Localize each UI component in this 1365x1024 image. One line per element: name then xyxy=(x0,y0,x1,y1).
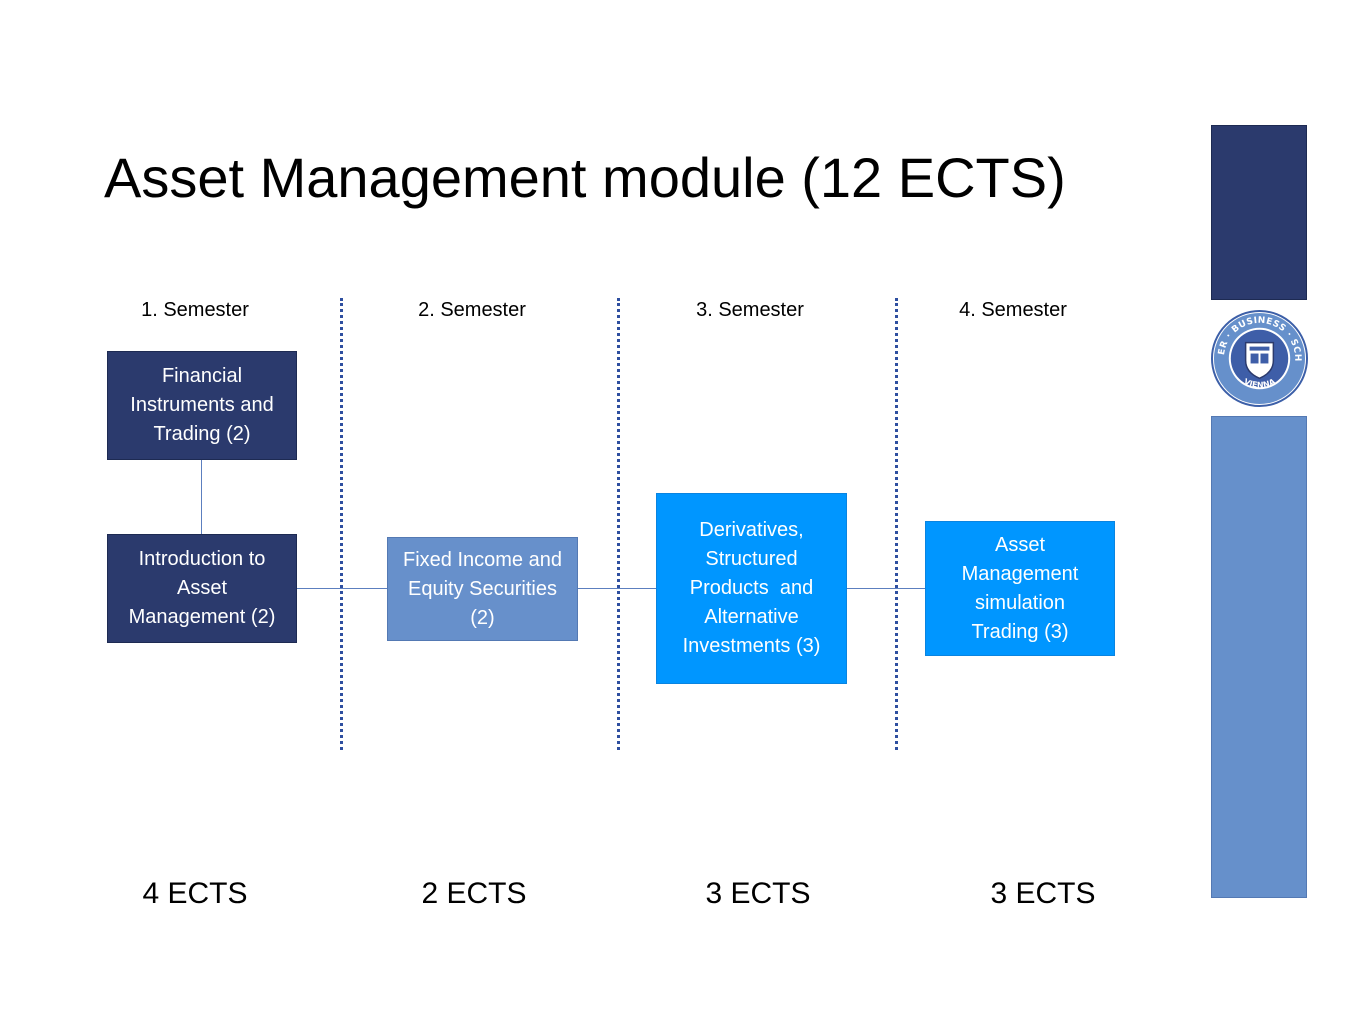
semester-1-label: 1. Semester xyxy=(141,299,249,321)
course-box-derivatives: Derivatives, Structured Products and Alt… xyxy=(656,493,847,684)
svg-text:VIENNA: VIENNA xyxy=(1242,377,1277,390)
course-line: Structured xyxy=(705,548,798,570)
connector-vertical xyxy=(201,459,202,535)
course-line: Investments (3) xyxy=(682,635,821,657)
course-box-asset-management-simulation: Asset Management simulation Trading (3) xyxy=(925,521,1115,656)
course-line: Management (2) xyxy=(128,606,276,628)
course-line: simulation xyxy=(974,591,1066,614)
course-line: Derivatives, xyxy=(699,519,804,541)
connector-3-4 xyxy=(846,588,925,589)
sidebar-bottom-bar xyxy=(1211,416,1307,898)
course-line: Trading (2) xyxy=(153,423,251,445)
ects-semester-1: 4 ECTS xyxy=(142,877,248,910)
shield-icon xyxy=(1244,341,1275,380)
course-box-fixed-income: Fixed Income and Equity Securities (2) xyxy=(387,537,578,641)
semester-divider-2 xyxy=(617,298,620,750)
ects-semester-3: 3 ECTS xyxy=(705,877,811,910)
course-line: Instruments and xyxy=(130,394,274,416)
course-line: Financial xyxy=(161,365,243,387)
ects-semester-4: 3 ECTS xyxy=(990,877,1096,910)
course-line: Fixed Income and xyxy=(403,548,562,571)
semester-2-label: 2. Semester xyxy=(418,299,526,321)
semester-divider-3 xyxy=(895,298,898,750)
school-seal-logo: LAUDER · BUSINESS · SCHOOL VIENNA xyxy=(1210,309,1309,408)
course-line: (2) xyxy=(470,606,495,629)
course-box-financial-instruments: Financial Instruments and Trading (2) xyxy=(107,351,297,460)
page-title: Asset Management module (12 ECTS) xyxy=(104,146,1066,209)
course-line: Asset xyxy=(994,533,1046,556)
course-line: Alternative xyxy=(704,606,799,628)
semester-4-label: 4. Semester xyxy=(959,299,1067,321)
sidebar-top-bar xyxy=(1211,125,1307,300)
connector-1-2 xyxy=(296,588,387,589)
course-line: Introduction to xyxy=(138,548,266,570)
course-line: Equity Securities xyxy=(408,577,557,600)
course-box-intro-asset-management: Introduction to Asset Management (2) xyxy=(107,534,297,643)
connector-2-3 xyxy=(577,588,656,589)
ects-semester-2: 2 ECTS xyxy=(421,877,527,910)
course-line: Trading (3) xyxy=(971,620,1069,643)
semester-3-label: 3. Semester xyxy=(696,299,804,321)
course-line: Products and xyxy=(689,577,814,599)
logo-text-bottom: VIENNA xyxy=(1242,377,1277,390)
course-line: Asset xyxy=(176,577,228,599)
semester-divider-1 xyxy=(340,298,343,750)
course-line: Management xyxy=(961,562,1079,585)
